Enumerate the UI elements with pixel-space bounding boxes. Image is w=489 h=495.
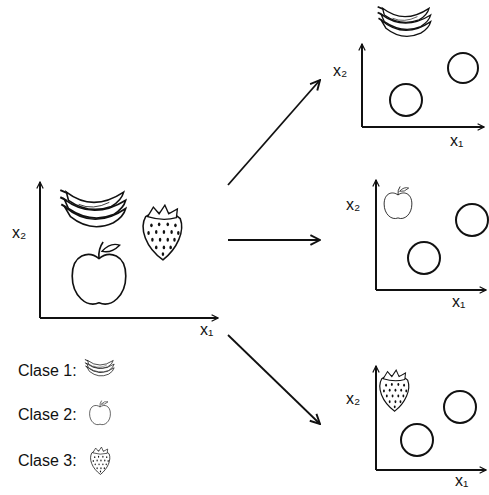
- plot-panel: x₂ x₁: [320, 355, 489, 493]
- class-label: Clase 2:: [18, 406, 77, 424]
- arrow-connector: [228, 80, 320, 185]
- arrow-connector: [228, 335, 320, 424]
- class-label: Clase 1:: [18, 362, 77, 380]
- axis-label: x₁: [452, 293, 465, 311]
- plot-panel: x₂ x₁: [320, 165, 489, 315]
- axis-label: x₁: [200, 321, 213, 339]
- axis-label: x₁: [450, 132, 463, 150]
- axis-label: x₂: [333, 62, 347, 80]
- class-label: Clase 3:: [18, 452, 77, 470]
- plot-panel: x₂ x₁: [8, 175, 228, 347]
- plot-panel: x₂ x₁: [320, 5, 489, 155]
- axis-label: x₂: [12, 224, 26, 242]
- arrow-connector: [228, 239, 320, 241]
- axis-label: x₁: [455, 472, 468, 490]
- axis-label: x₂: [346, 196, 360, 214]
- axis-label: x₂: [346, 390, 360, 408]
